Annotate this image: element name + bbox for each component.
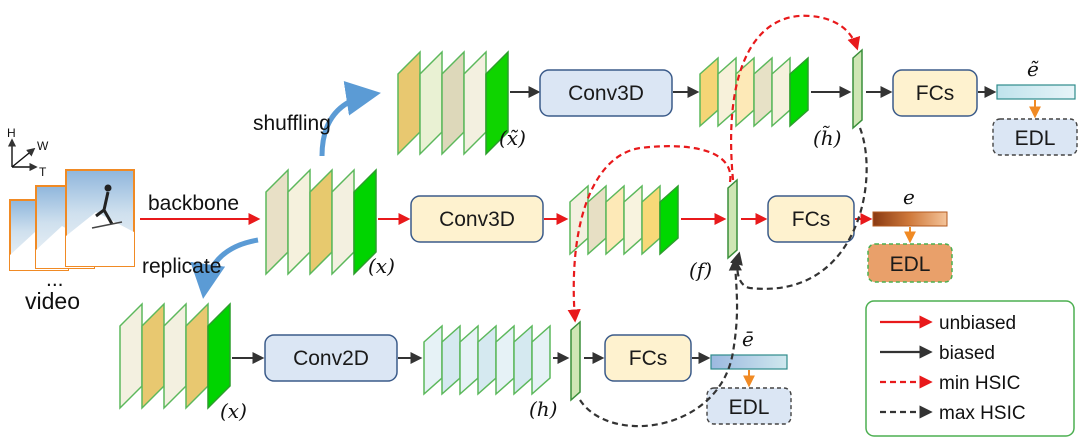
video-frame-front xyxy=(65,169,135,267)
shuffle-branch: (x̃) Conv3D (h̃) FCs ẽ EDL xyxy=(397,48,1078,156)
axis-h-label: H xyxy=(7,126,16,140)
shuffled-feature-stack xyxy=(699,56,809,128)
fc-top-box xyxy=(892,69,978,117)
replicate-branch: (x) Conv2D (h) FCs ē EDL xyxy=(119,302,792,425)
replicated-clip-stack xyxy=(119,302,231,410)
edl-bottom-label: EDL xyxy=(729,396,770,419)
max-hsic-curve-bottom xyxy=(579,257,742,428)
edl-main-box xyxy=(867,243,953,283)
video-dots: ... xyxy=(46,268,64,291)
shuffling-label: shuffling xyxy=(253,112,331,135)
video-input: H W T ... video xyxy=(7,126,135,314)
shuffled-feature-vector xyxy=(852,48,863,130)
shuffling-arrow xyxy=(319,80,381,157)
replicate-feature-stack xyxy=(423,324,551,396)
legend-label-min-hsic: min HSIC xyxy=(939,373,1020,394)
fc-bottom-label: FCs xyxy=(629,347,668,370)
replicate-arrow xyxy=(190,237,259,299)
conv3d-top-label: Conv3D xyxy=(568,82,644,105)
conv2d-label: Conv2D xyxy=(293,347,369,370)
conv3d-main-label: Conv3D xyxy=(439,208,515,231)
evidence-bottom-symbol: ē xyxy=(742,327,754,351)
video-label: video xyxy=(25,288,80,314)
replicate-label: replicate xyxy=(142,255,221,278)
clip-slab-front xyxy=(485,50,509,156)
backbone-feature-stack xyxy=(265,168,377,276)
backbone-label: backbone xyxy=(148,192,239,215)
conv3d-main-box xyxy=(410,195,544,243)
legend-label-max-hsic: max HSIC xyxy=(939,403,1026,424)
axis-w-label: W xyxy=(37,139,49,153)
legend: unbiased biased min HSIC max HSIC xyxy=(865,300,1075,437)
legend-label-unbiased: unbiased xyxy=(939,313,1016,334)
replicate-feature-symbol: (h) xyxy=(529,397,558,421)
edl-bottom-box xyxy=(706,387,792,425)
fc-bottom-box xyxy=(604,334,692,382)
replicate-input-symbol: (x) xyxy=(220,399,247,423)
edl-top-box xyxy=(992,118,1078,156)
legend-item-max-hsic: max HSIC xyxy=(880,403,1026,424)
evidence-bar-top xyxy=(996,84,1076,100)
video-frames xyxy=(9,169,135,271)
evidence-bar-bottom xyxy=(710,354,788,370)
shuffled-input-symbol: (x̃) xyxy=(499,126,526,150)
main-feature-symbol: (f) xyxy=(689,258,712,282)
fc-top-label: FCs xyxy=(916,82,955,105)
fc-main-label: FCs xyxy=(792,208,831,231)
replicate-feature-vector xyxy=(570,320,581,402)
clip-slab xyxy=(441,50,465,156)
shuffled-clip-stack xyxy=(397,50,509,156)
legend-item-unbiased: unbiased xyxy=(880,313,1016,334)
evidence-main-symbol: e xyxy=(903,185,915,209)
conv3d-top-box xyxy=(539,69,673,117)
min-hsic-curve-top xyxy=(729,14,861,181)
legend-box xyxy=(865,300,1075,437)
clip-slab xyxy=(463,50,487,156)
axis-icon: H W T xyxy=(7,126,49,179)
evidence-bar-main xyxy=(872,211,948,227)
legend-item-biased: biased xyxy=(880,343,995,364)
clip-slab xyxy=(397,50,421,156)
fc-main-box xyxy=(767,195,855,243)
clip-slab xyxy=(419,50,443,156)
evidence-top-symbol: ẽ xyxy=(1027,57,1039,81)
min-hsic-curve-bottom xyxy=(567,145,732,323)
axis-t-label: T xyxy=(39,165,47,179)
main-input-symbol: (x) xyxy=(368,254,395,278)
main-feature-stack xyxy=(569,184,679,256)
max-hsic-curve-top xyxy=(730,127,868,290)
edl-top-label: EDL xyxy=(1015,127,1056,150)
main-feature-vector xyxy=(727,178,738,260)
conv2d-box xyxy=(264,334,398,382)
legend-item-min-hsic: min HSIC xyxy=(880,373,1020,394)
legend-label-biased: biased xyxy=(939,343,995,364)
edl-main-label: EDL xyxy=(890,253,931,276)
main-branch: (x) Conv3D (f) FCs e EDL xyxy=(265,168,953,283)
shuffled-feature-symbol: (h̃) xyxy=(813,126,842,150)
